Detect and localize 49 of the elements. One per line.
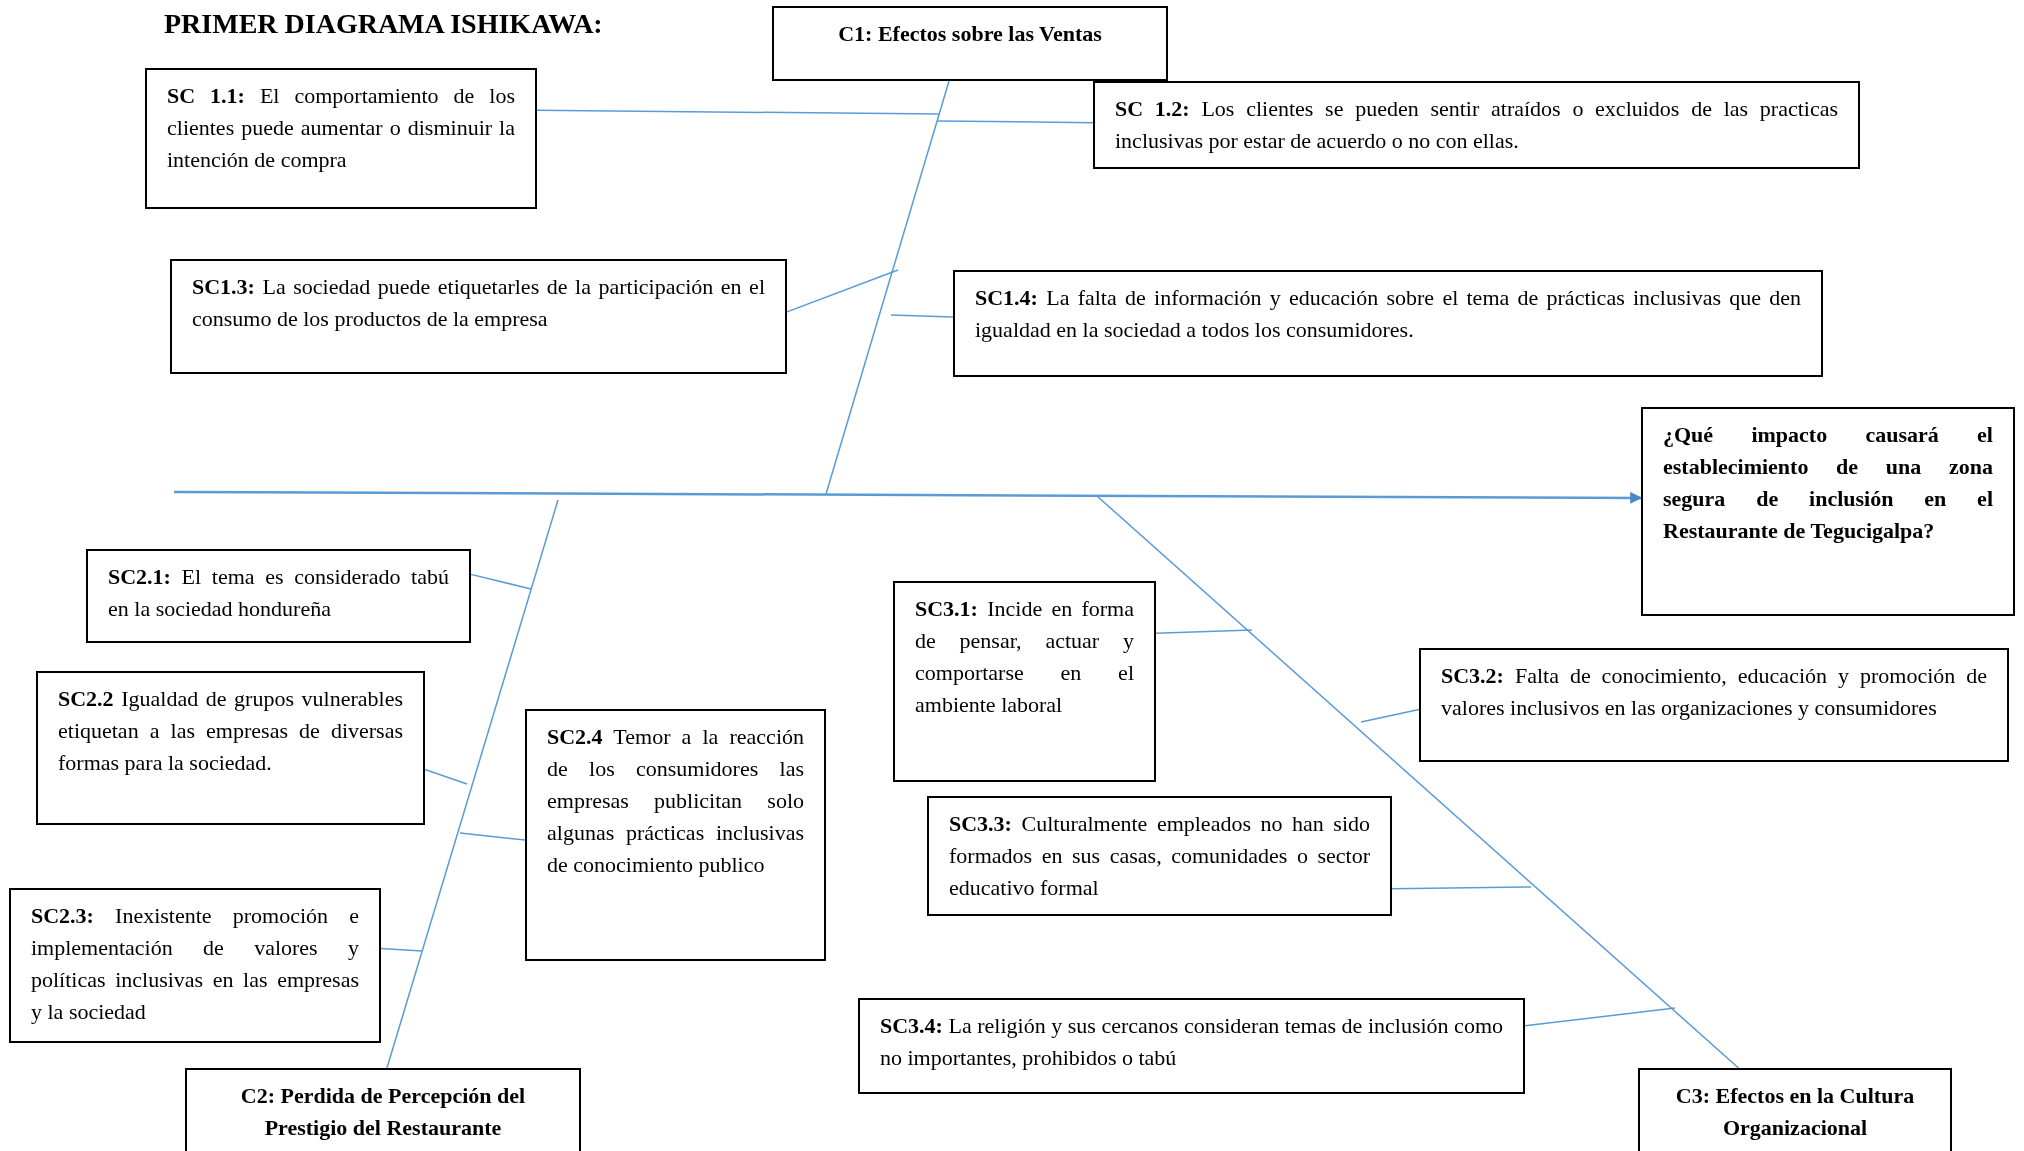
problem-text: ¿Qué impacto causará el establecimiento de una zona segura de inclusión en el Restaurante de Tegucigalpa? [1663, 421, 1993, 545]
cause-text: SC2.4 Temor a la reacción de los consumidores las empresas publicitan solo algunas prácticas inclusivas de conocimiento publico [547, 723, 804, 879]
bone-line [470, 573, 532, 590]
bone-line [1155, 629, 1253, 634]
bone-line [786, 269, 899, 313]
cause-box [893, 581, 1156, 782]
cause-text: SC2.3: Inexistente promoción e implementación de valores y políticas inclusivas en las empresas y la sociedad [31, 902, 359, 1026]
bone-line [1391, 886, 1532, 890]
cause-box [927, 796, 1392, 916]
cause-box [86, 549, 471, 643]
cause-text: SC 1.2: Los clientes se pueden sentir atraídos o excluidos de las practicas inclusivas por estar de acuerdo o no con ellas. [1115, 95, 1838, 155]
cause-box [1093, 81, 1860, 169]
cause-box [525, 709, 826, 961]
category-box [1638, 1068, 1952, 1151]
cause-box [36, 671, 425, 825]
cause-text: SC1.4: La falta de información y educación sobre el tema de prácticas inclusivas que den igualdad en la sociedad a todos los consumidores. [975, 284, 1801, 344]
problem-box [1641, 407, 2015, 616]
cause-text: SC3.2: Falta de conocimiento, educación y promoción de valores inclusivos en las organizaciones y consumidores [1441, 662, 1987, 722]
category-box [772, 6, 1168, 81]
category-text: C1: Efectos sobre las Ventas [837, 20, 1103, 48]
cause-text: SC 1.1: El comportamiento de los clientes puede aumentar o disminuir la intención de compra [167, 82, 515, 174]
bone-line [1096, 495, 1740, 1069]
cause-text: SC3.3: Culturalmente empleados no han sido formados en sus casas, comunidades o sector educativo formal [949, 810, 1370, 902]
cause-box [1419, 648, 2009, 762]
cause-text: SC1.3: La sociedad puede etiquetarles de la participación en el consumo de los productos de la empresa [192, 273, 765, 333]
bone-line [536, 109, 941, 115]
cause-text: SC2.1: El tema es considerado tabú en la sociedad hondureña [108, 563, 449, 623]
category-text: C2: Perdida de Percepción del Prestigio del Restaurante [239, 1082, 527, 1142]
cause-text: SC3.1: Incide en forma de pensar, actuar y comportarse en el ambiente laboral [915, 595, 1134, 719]
cause-text: SC2.2 Igualdad de grupos vulnerables etiquetan a las empresas de diversas formas para la sociedad. [58, 685, 403, 777]
spine-arrow [174, 490, 1643, 504]
bone-line [1524, 1007, 1676, 1027]
cause-box [9, 888, 381, 1043]
diagram-title: PRIMER DIAGRAMA ISHIKAWA: [164, 8, 603, 40]
bone-line [386, 499, 559, 1069]
cause-box [145, 68, 537, 209]
bone-line [459, 832, 526, 841]
category-text: C3: Efectos en la Cultura Organizacional [1674, 1082, 1916, 1142]
cause-text: SC3.4: La religión y sus cercanos consideran temas de inclusión como no importantes, prohibidos o tabú [880, 1012, 1503, 1072]
bone-line [890, 314, 954, 318]
cause-box [170, 259, 787, 374]
category-box [185, 1068, 581, 1151]
bone-line [825, 80, 950, 495]
cause-box [953, 270, 1823, 377]
bone-line [424, 768, 468, 785]
bone-line [936, 120, 1094, 124]
cause-box [858, 998, 1525, 1094]
bone-line [1360, 708, 1420, 723]
bone-line [380, 947, 423, 952]
